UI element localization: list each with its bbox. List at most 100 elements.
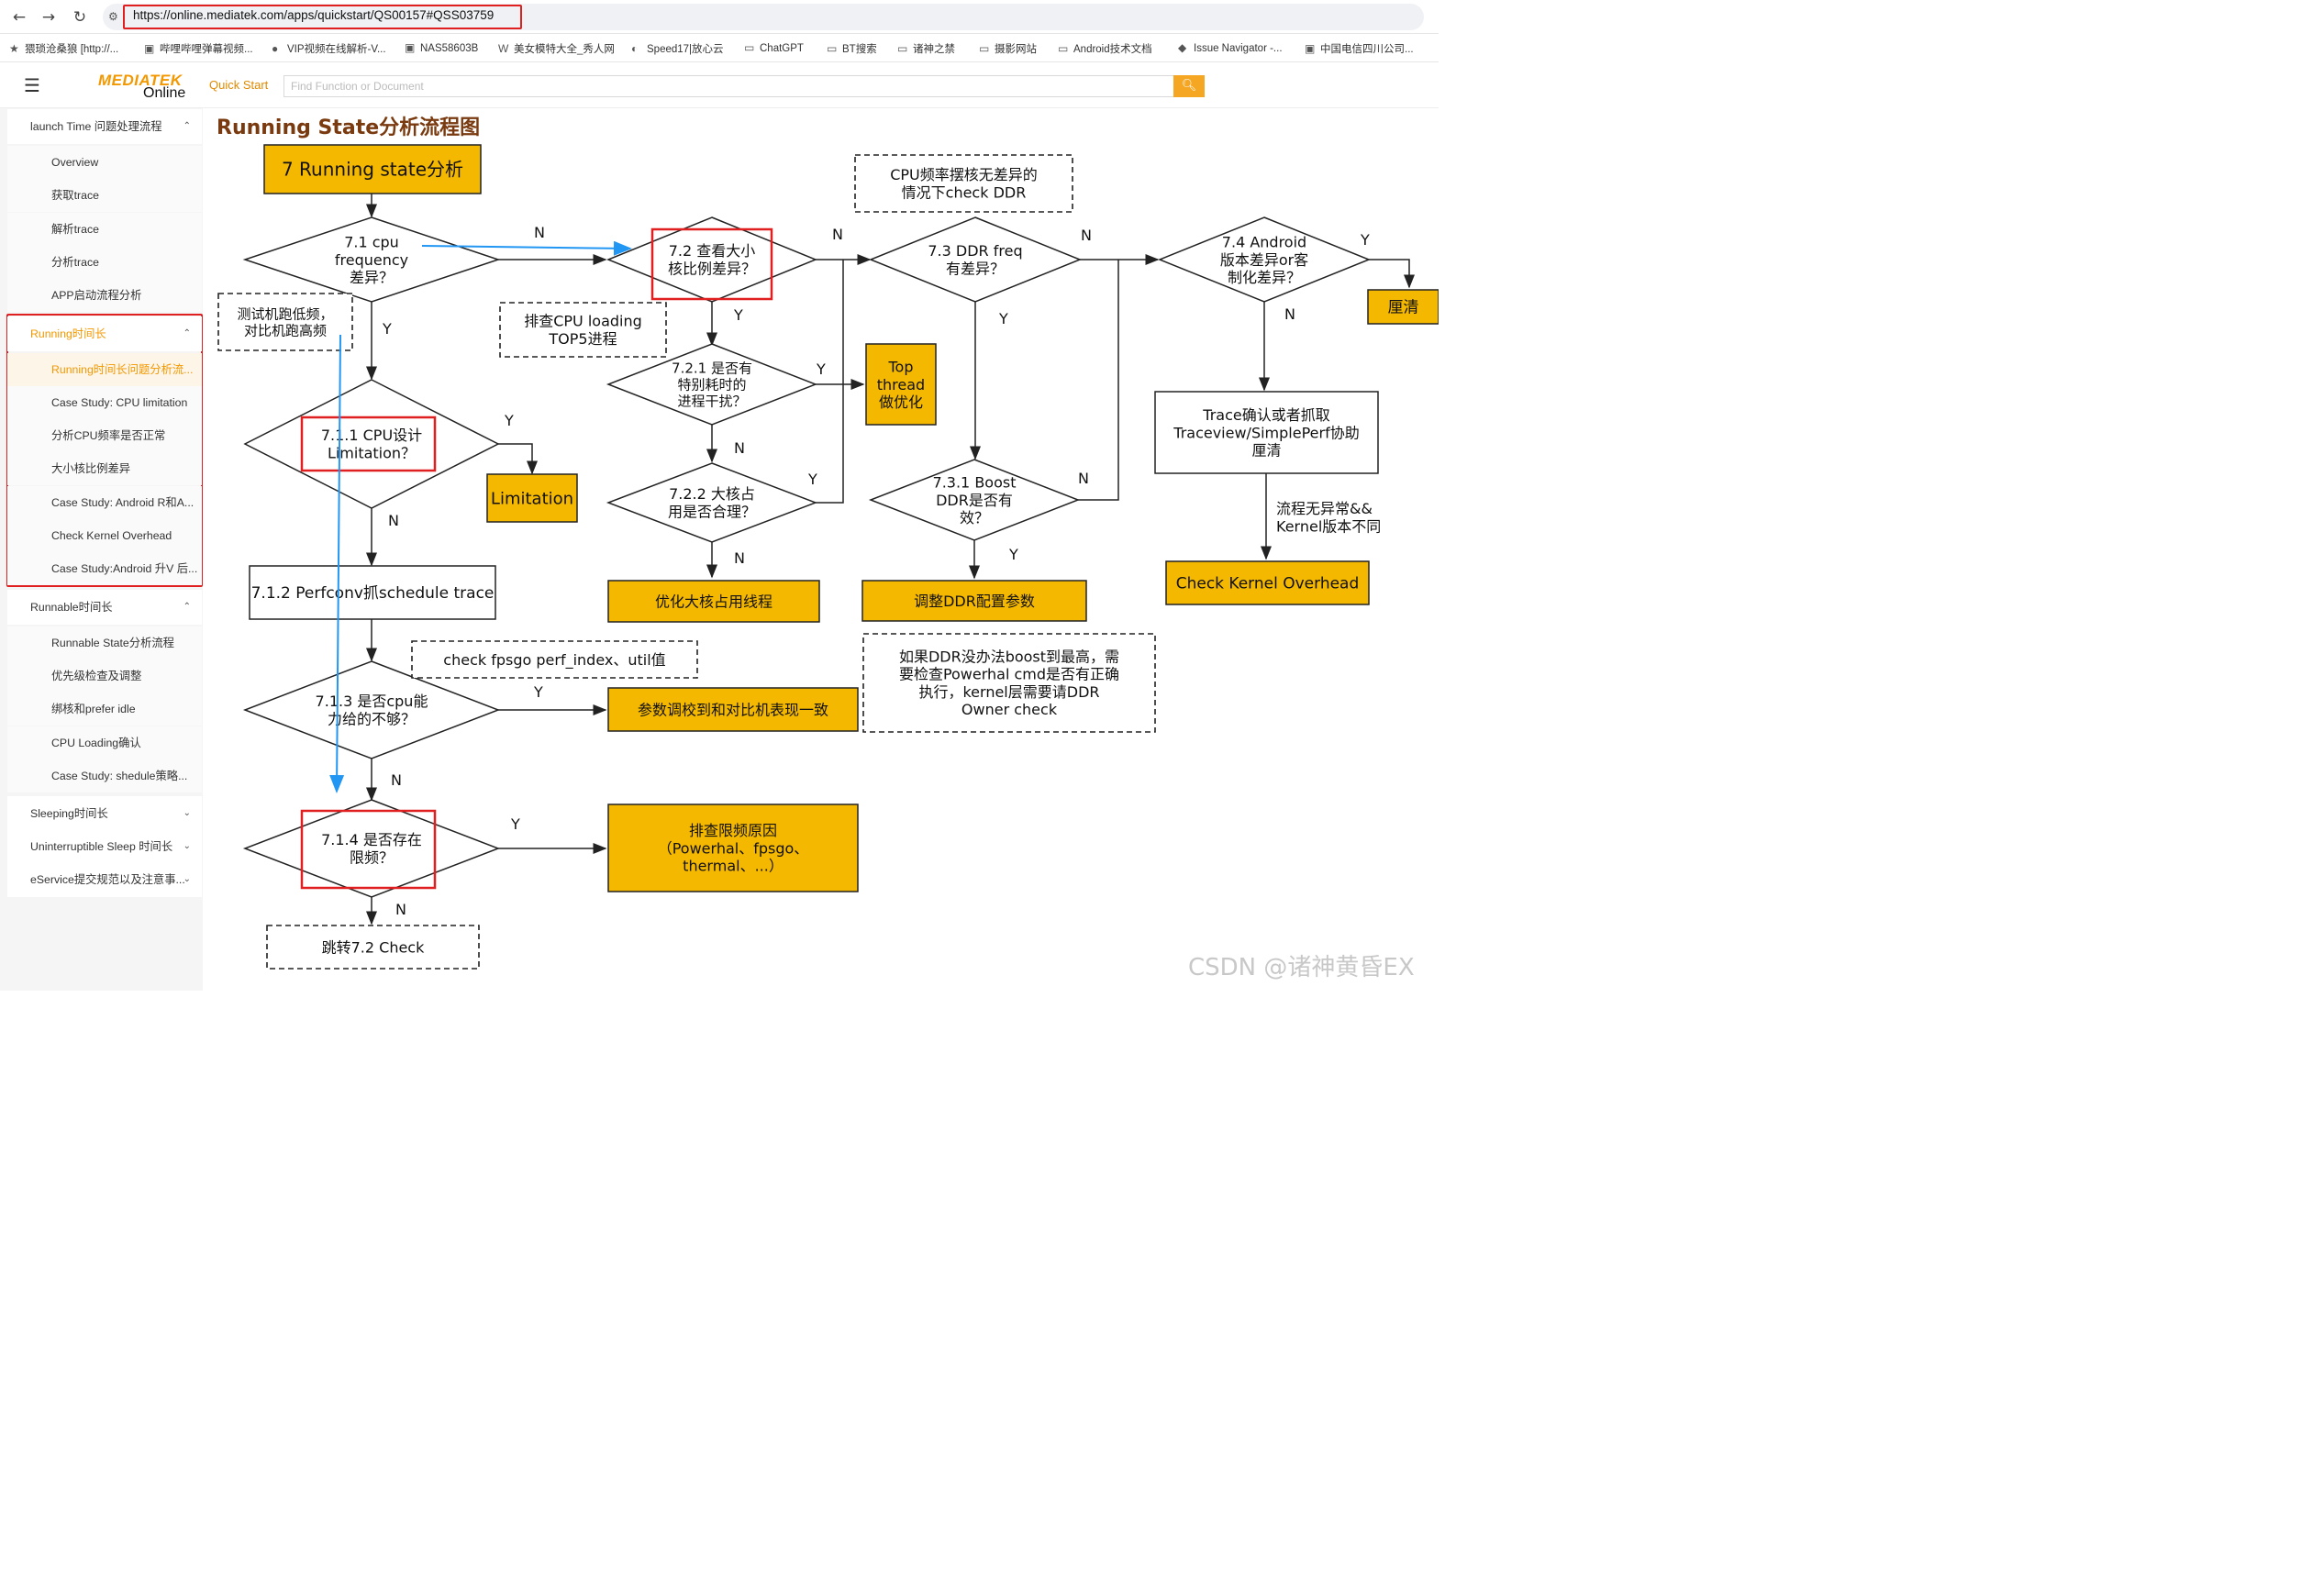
flow-yn-label: N [832, 226, 843, 243]
sidebar-section-label: Sleeping时间长 [30, 807, 108, 821]
menu-icon[interactable]: ☰ [24, 74, 40, 96]
note-fpsgo [411, 640, 698, 679]
sidebar-item[interactable]: 获取trace [7, 179, 202, 213]
sidebar-section[interactable]: eService提交规范以及注意事...⌄ [7, 862, 202, 898]
chevron-down-icon[interactable]: ⌄ [183, 874, 191, 885]
sidebar-section-label: Running时间长 [30, 327, 106, 340]
sidebar-item[interactable]: 分析trace [7, 245, 202, 279]
check-kernel-box [1165, 560, 1370, 605]
bookmark-item[interactable]: ▭BT搜索 [827, 41, 877, 56]
decision-7-1-4-label: 7.1.4 是否存在限频？ [321, 831, 422, 866]
opt-big-box [607, 580, 820, 623]
flow-connector [498, 443, 538, 475]
decision-7-1-3-label: 7.1.3 是否cpu能力给的不够？ [316, 693, 428, 727]
forward-icon[interactable]: → [41, 8, 56, 27]
adjust-ddr-box [861, 580, 1087, 622]
flow-yn-label: N [1078, 470, 1089, 487]
tune-box [607, 687, 859, 732]
bookmark-icon: ▭ [897, 42, 908, 55]
bookmark-item[interactable]: ● VIP视频在线解析-V... [272, 41, 386, 56]
chevron-up-icon[interactable]: ⌃ [183, 601, 191, 612]
trace-box [1154, 391, 1379, 474]
sidebar-item[interactable]: 分析CPU频率是否正常 [7, 419, 202, 453]
start-box-label: 7 Running state分析 [282, 159, 463, 181]
flow-yn-label: Y [807, 471, 817, 488]
sidebar-section[interactable]: Running时间长 ⌃ [7, 316, 202, 351]
bookmark-label: 摄影网站 [995, 44, 1037, 55]
sidebar-section[interactable]: Uninterruptible Sleep 时间长⌄ [7, 829, 202, 865]
bookmark-icon: ● [272, 42, 279, 55]
bookmark-label: 美女模特大全_秀人网 [514, 44, 615, 55]
sidebar-section-label: launch Time 问题处理流程 [30, 120, 162, 133]
bookmark-item[interactable]: ▭Android技术文档 [1058, 41, 1152, 56]
sidebar-item[interactable]: 解析trace [7, 212, 202, 246]
start-box [263, 144, 482, 194]
search-button[interactable]: 🔍︎ [1173, 75, 1205, 97]
note-test-label: 测试机跑低频，对比机跑高频 [237, 305, 333, 338]
opt-big-box-label: 优化大核占用线程 [655, 593, 772, 610]
quick-start-label[interactable]: Quick Start [209, 78, 269, 92]
chevron-down-icon[interactable]: ⌄ [183, 808, 191, 819]
bookmark-item[interactable]: ◆Issue Navigator -... [1178, 41, 1283, 54]
url-highlight-box [123, 5, 522, 29]
bookmark-label: Speed17|放心云 [647, 44, 724, 55]
sidebar-item[interactable]: Running时间长问题分析流... [7, 352, 202, 386]
bookmark-item[interactable]: ▣NAS58603B [405, 41, 478, 54]
decision-7-2-2-label: 7.2.2 大核占用是否合理？ [668, 485, 756, 520]
sidebar-section[interactable]: Sleeping时间长 ⌄ [7, 796, 202, 832]
bookmark-item[interactable]: ▭ 摄影网站 [979, 41, 1037, 56]
bookmark-item[interactable]: ▣哔哩哔哩弹幕视频... [144, 41, 253, 56]
url-text[interactable]: https://online.mediatek.com/apps/quickst… [133, 8, 495, 22]
flow-yn-label: Y [510, 815, 520, 833]
bookmark-item[interactable]: ★猥琐沧桑狼 [http://... [9, 41, 118, 56]
flow-yn-label: N [388, 512, 399, 529]
sidebar-item[interactable]: APP启动流程分析 [7, 279, 202, 313]
bookmark-icon: ▣ [144, 42, 155, 55]
bookmark-label: Issue Navigator -... [1194, 43, 1283, 54]
bookmark-item[interactable]: ▭ 诸神之禁 [897, 41, 955, 56]
flow-yn-label: Y [533, 683, 543, 701]
sidebar-section-label: Runnable时间长 [30, 600, 113, 614]
sidebar-item[interactable]: Check Kernel Overhead [7, 519, 202, 552]
sidebar-item[interactable]: Case Study: shedule策略... [7, 759, 202, 792]
flow-yn-label: N [395, 901, 406, 918]
reload-icon[interactable]: ↻ [72, 8, 87, 27]
flow-yn-label: Y [816, 360, 826, 378]
url-field[interactable] [103, 4, 1424, 30]
bookmark-label: VIP视频在线解析-V... [287, 44, 386, 55]
sidebar-item[interactable]: CPU Loading确认 [7, 726, 202, 759]
back-icon[interactable]: ← [12, 8, 27, 27]
mediatek-logo[interactable]: MEDIATEK [98, 72, 183, 89]
chevron-up-icon[interactable]: ⌃ [183, 121, 191, 131]
sidebar-item[interactable]: Runnable State分析流程 [7, 626, 202, 659]
search-icon: 🔍︎ [1181, 79, 1197, 93]
bookmark-item[interactable]: ▣中国电信四川公司... [1305, 41, 1414, 56]
sidebar-section[interactable]: launch Time 问题处理流程 ⌃ [7, 109, 202, 144]
sidebar-section[interactable]: Runnable时间长 ⌃ [7, 589, 202, 625]
flow-yn-label: N [391, 771, 402, 789]
sidebar-item[interactable]: Case Study: Android R和A... [7, 485, 202, 519]
bookmarks-bar: ★猥琐沧桑狼 [http://... ▣哔哩哔哩弹幕视频... ● VIP视频在线解析… [0, 35, 1439, 62]
chevron-down-icon[interactable]: ⌄ [183, 841, 191, 852]
site-info-icon[interactable]: ⚙ [108, 10, 118, 23]
search-input[interactable] [283, 75, 1174, 97]
bookmark-label: 诸神之禁 [913, 44, 955, 55]
sidebar-item[interactable]: 优先级检查及调整 [7, 659, 202, 693]
jump-7-2-box [266, 925, 480, 970]
chevron-up-icon[interactable]: ⌃ [183, 327, 191, 338]
sidebar-item[interactable]: Case Study:Android 升V 后... [7, 552, 202, 586]
bookmark-item[interactable]: ◐Speed17|放心云 [631, 41, 724, 56]
sidebar-item[interactable]: 绑核和prefer idle [7, 693, 202, 726]
limit-reason-box [607, 804, 859, 892]
bookmark-item[interactable]: ▭ChatGPT [744, 41, 804, 54]
sidebar-item[interactable]: 大小核比例差异 [7, 452, 202, 486]
sidebar-item[interactable]: Overview [7, 146, 202, 179]
bookmark-icon: ▭ [979, 42, 990, 55]
red-highlight-box [300, 416, 437, 472]
sidebar-item[interactable]: Case Study: CPU limitation [7, 385, 202, 419]
